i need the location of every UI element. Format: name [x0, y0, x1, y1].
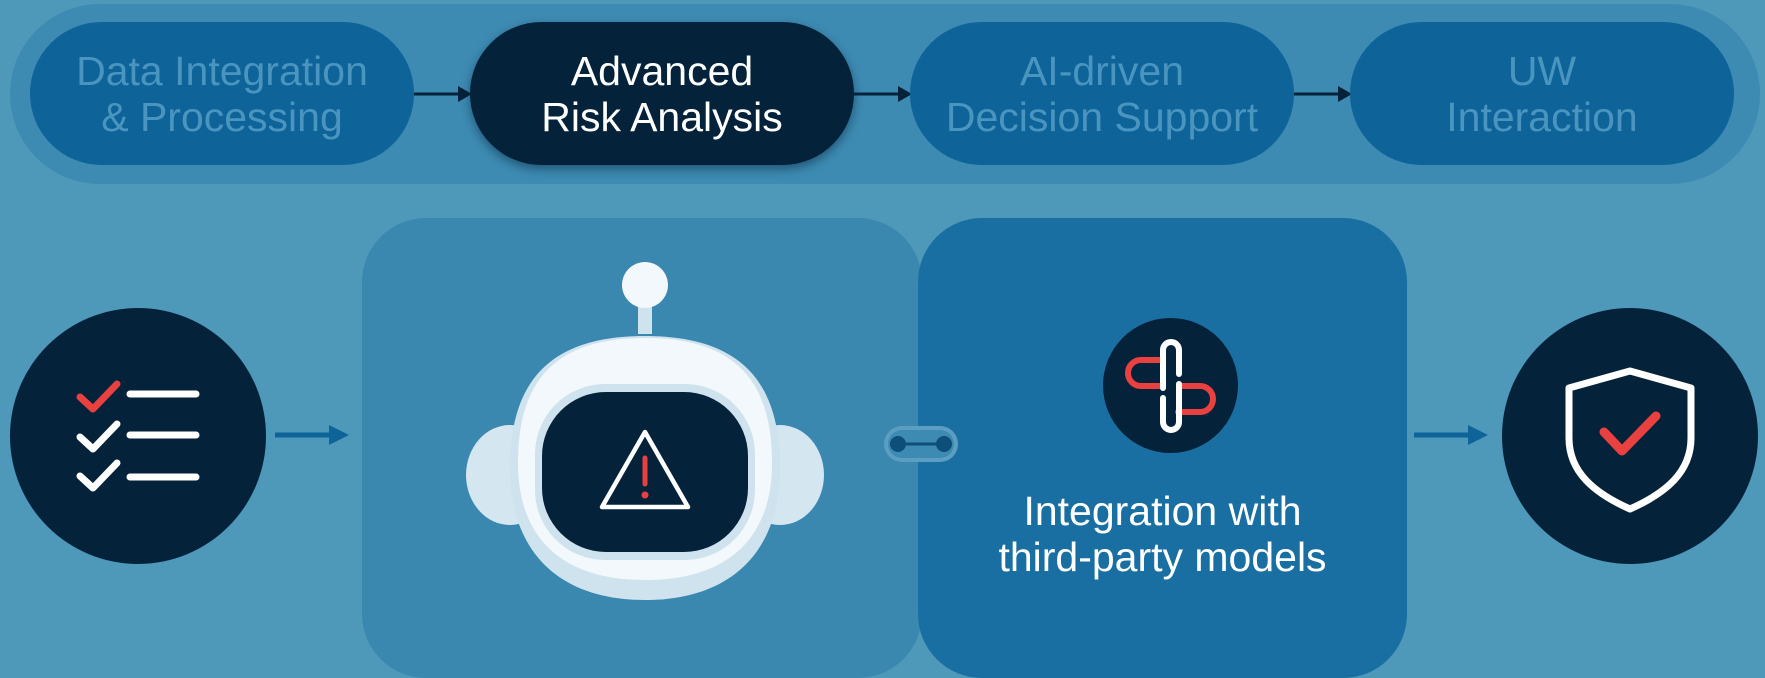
- checklist-icon: [76, 380, 200, 492]
- stage-label-line1: Advanced: [570, 47, 754, 94]
- warning-icon: [599, 429, 691, 510]
- stage-data-integration[interactable]: Data Integration & Processing: [30, 22, 414, 165]
- integration-label-line1: Integration with: [1023, 488, 1302, 534]
- arrow-right-icon: [414, 86, 472, 102]
- integration-label-line2: third-party models: [998, 534, 1327, 580]
- arrow-right-icon: [1294, 86, 1352, 102]
- stage-label-line1: Data Integration: [76, 47, 368, 94]
- stage-ai-driven-decision-support[interactable]: AI-driven Decision Support: [910, 22, 1294, 165]
- stage-advanced-risk-analysis[interactable]: Advanced Risk Analysis: [470, 22, 854, 165]
- arrow-right-icon: [854, 86, 912, 102]
- stage-label-line1: AI-driven: [1019, 47, 1185, 94]
- stage-label-line2: Interaction: [1446, 93, 1638, 140]
- stage-label-line2: Decision Support: [945, 93, 1259, 140]
- link-circle: [1103, 318, 1238, 453]
- shield-circle: [1502, 308, 1758, 564]
- stage-label-line1: UW: [1507, 47, 1577, 94]
- stage-label-line2: Risk Analysis: [541, 93, 783, 140]
- shield-check-icon: [1565, 367, 1695, 513]
- checklist-circle: [10, 308, 266, 564]
- integration-label: Integration with third-party models: [918, 488, 1407, 580]
- arrow-right-icon: [275, 425, 349, 445]
- link-icon: [1125, 339, 1216, 433]
- robot-icon: [466, 262, 824, 600]
- stage-label-line2: & Processing: [101, 93, 343, 140]
- arrow-right-icon: [1414, 425, 1488, 445]
- stage-uw-interaction[interactable]: UW Interaction: [1350, 22, 1734, 165]
- connector-icon: [884, 426, 958, 462]
